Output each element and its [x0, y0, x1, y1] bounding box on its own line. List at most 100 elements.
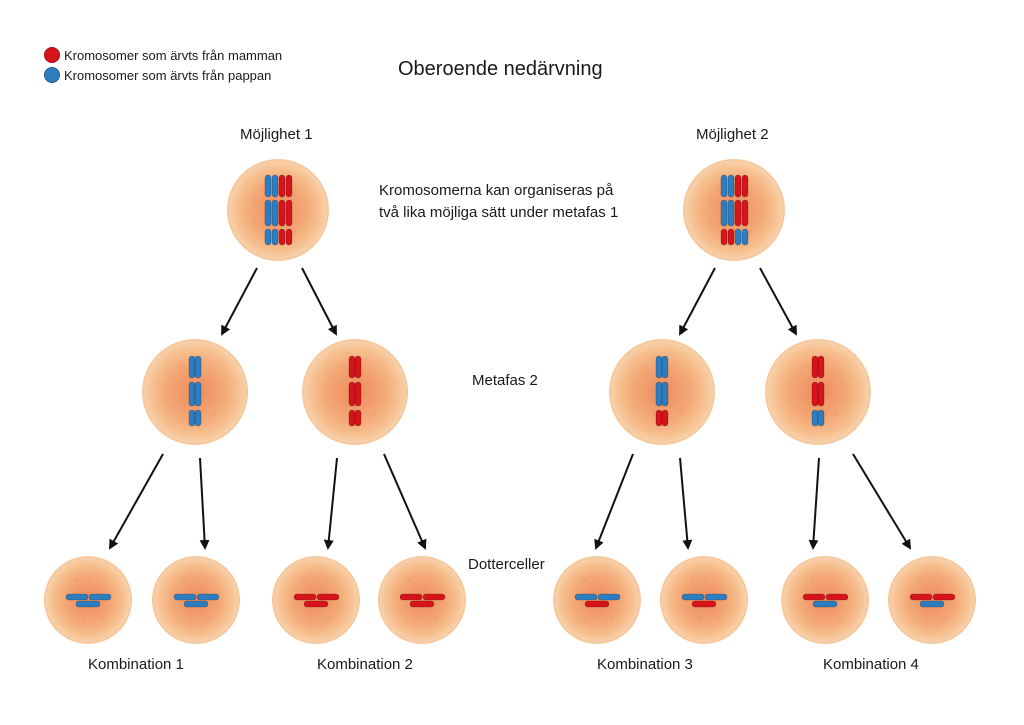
chromosome [919, 600, 945, 608]
chromosome [188, 381, 196, 407]
combination-1-label: Kombination 1 [88, 656, 184, 673]
chromosome [720, 199, 728, 227]
chromosome [811, 381, 819, 407]
arrow [679, 457, 693, 550]
legend-label-paternal: Kromosomer som ärvts från pappan [64, 67, 272, 83]
arrow [109, 453, 164, 550]
chromosome [194, 355, 202, 379]
chromosome [278, 174, 286, 198]
arrow [679, 267, 716, 336]
description-line-2: två lika möjliga sätt under metafas 1 [379, 204, 619, 221]
arrow [852, 453, 912, 550]
arrow [301, 267, 337, 336]
chromosome [691, 600, 717, 608]
chromosome [661, 409, 669, 427]
arrow-group [109, 267, 912, 550]
daughter-cell-7 [781, 556, 869, 644]
chromosome [75, 600, 101, 608]
metaphase-1-cell-possibility-1 [227, 159, 329, 261]
metaphase-1-cell-possibility-2 [683, 159, 785, 261]
chromosome [825, 593, 849, 601]
arrow [759, 267, 797, 336]
chromosome [278, 228, 286, 246]
description-line-1: Kromosomerna kan organiseras på [379, 182, 614, 199]
combination-3-label: Kombination 3 [597, 656, 693, 673]
chromosome [727, 199, 735, 227]
chromosome [285, 228, 293, 246]
metaphase-2-cell-2 [302, 339, 408, 445]
chromosome [409, 600, 435, 608]
blue-dot-icon [44, 67, 60, 83]
chromosome [741, 228, 749, 246]
chromosome [285, 199, 293, 227]
chromosome [734, 199, 742, 227]
arrow [323, 457, 338, 550]
chromosome [817, 409, 825, 427]
chromosome [285, 174, 293, 198]
chromosome [194, 381, 202, 407]
chromosome [264, 174, 272, 198]
chromosome [264, 199, 272, 227]
chromosome [727, 174, 735, 198]
metaphase-2-cell-4 [765, 339, 871, 445]
daughter-cells-label: Dotterceller [468, 556, 545, 573]
cell-group [44, 159, 976, 644]
chromosome [655, 355, 663, 379]
daughter-cell-8 [888, 556, 976, 644]
chromosome [188, 409, 196, 427]
chromosome [196, 593, 220, 601]
chromosome [271, 228, 279, 246]
chromosome [734, 228, 742, 246]
chromosome [597, 593, 621, 601]
legend-label-maternal: Kromosomer som ärvts från mamman [64, 47, 283, 63]
chromosome [399, 593, 423, 601]
chromosome [422, 593, 446, 601]
metaphase-2-cell-3 [609, 339, 715, 445]
chromosome [354, 355, 362, 379]
chromosome [194, 409, 202, 427]
chromosome [720, 174, 728, 198]
red-dot-icon [44, 47, 60, 63]
arrow [221, 267, 258, 336]
chromosome [661, 355, 669, 379]
chromosome [183, 600, 209, 608]
chromosome [681, 593, 705, 601]
chromosome [932, 593, 956, 601]
chromosome [655, 381, 663, 407]
chromosome [584, 600, 610, 608]
chromosome [727, 228, 735, 246]
chromosome [65, 593, 89, 601]
chromosome [303, 600, 329, 608]
chromosome [354, 409, 362, 427]
chromosome [316, 593, 340, 601]
diagram-title: Oberoende nedärvning [398, 58, 603, 80]
chromosome [271, 174, 279, 198]
chromosome [188, 355, 196, 379]
description-text: Kromosomerna kan organiseras på två lika… [379, 180, 618, 224]
arrow [383, 453, 427, 550]
chromosome [909, 593, 933, 601]
chromosome [811, 409, 819, 427]
chromosome [271, 199, 279, 227]
metaphase-2-cell-1 [142, 339, 248, 445]
daughter-cell-1 [44, 556, 132, 644]
daughter-cell-2 [152, 556, 240, 644]
chromosome [354, 381, 362, 407]
daughter-cell-6 [660, 556, 748, 644]
possibility-1-label: Möjlighet 1 [240, 126, 313, 143]
chromosome [661, 381, 669, 407]
chromosome [574, 593, 598, 601]
chromosome [811, 355, 819, 379]
combination-2-label: Kombination 2 [317, 656, 413, 673]
legend-item-paternal: Kromosomer som ärvts från pappan [44, 67, 271, 83]
arrow [594, 453, 634, 550]
chromosome [817, 355, 825, 379]
possibility-2-label: Möjlighet 2 [696, 126, 769, 143]
chromosome [173, 593, 197, 601]
daughter-cell-5 [553, 556, 641, 644]
chromosome [348, 355, 356, 379]
chromosome [741, 199, 749, 227]
chromosome [741, 174, 749, 198]
arrow [808, 457, 820, 550]
